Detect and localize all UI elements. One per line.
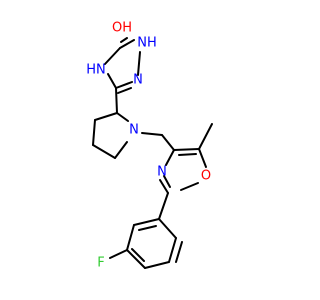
fluorine-label: F xyxy=(97,256,104,271)
atom-label-layer: OH NH N HN N N O F xyxy=(86,21,211,271)
bond xyxy=(158,218,177,239)
bond xyxy=(178,153,197,156)
bond xyxy=(126,249,146,269)
bond xyxy=(107,73,117,89)
molecule-diagram: OH NH N HN N N O F xyxy=(86,21,213,271)
bond xyxy=(92,119,96,146)
nh-label: NH xyxy=(137,36,157,51)
bond xyxy=(117,87,132,94)
bond xyxy=(163,175,171,188)
bond xyxy=(180,182,199,191)
bond xyxy=(198,148,207,168)
bond xyxy=(92,144,116,159)
bond xyxy=(141,132,163,136)
hydroxyl-label: OH xyxy=(112,21,132,36)
hn-label: HN xyxy=(86,63,106,78)
bond xyxy=(159,179,169,194)
bond xyxy=(161,134,175,151)
bond xyxy=(94,112,118,121)
bond-layer xyxy=(92,37,213,269)
bond xyxy=(173,148,200,151)
bond xyxy=(175,241,183,263)
bond xyxy=(137,51,141,76)
bond xyxy=(120,37,128,43)
bond xyxy=(119,39,135,49)
bond xyxy=(126,224,135,251)
bond xyxy=(115,81,133,89)
bond xyxy=(165,149,175,166)
bond xyxy=(144,261,170,269)
bond xyxy=(109,249,128,259)
triazole-n-label: N xyxy=(133,73,143,88)
pyrrolidine-nitrogen-label: N xyxy=(129,123,139,138)
bond xyxy=(115,87,118,114)
bond xyxy=(114,141,128,159)
bond xyxy=(168,237,177,263)
bond xyxy=(104,47,121,65)
bond xyxy=(198,123,213,150)
bond xyxy=(116,112,129,122)
bond xyxy=(133,218,160,226)
oxazole-oxygen-label: O xyxy=(201,169,211,184)
bond xyxy=(138,225,157,231)
bond xyxy=(131,248,145,262)
oxazole-nitrogen-label: N xyxy=(157,165,167,180)
bond xyxy=(158,192,169,220)
